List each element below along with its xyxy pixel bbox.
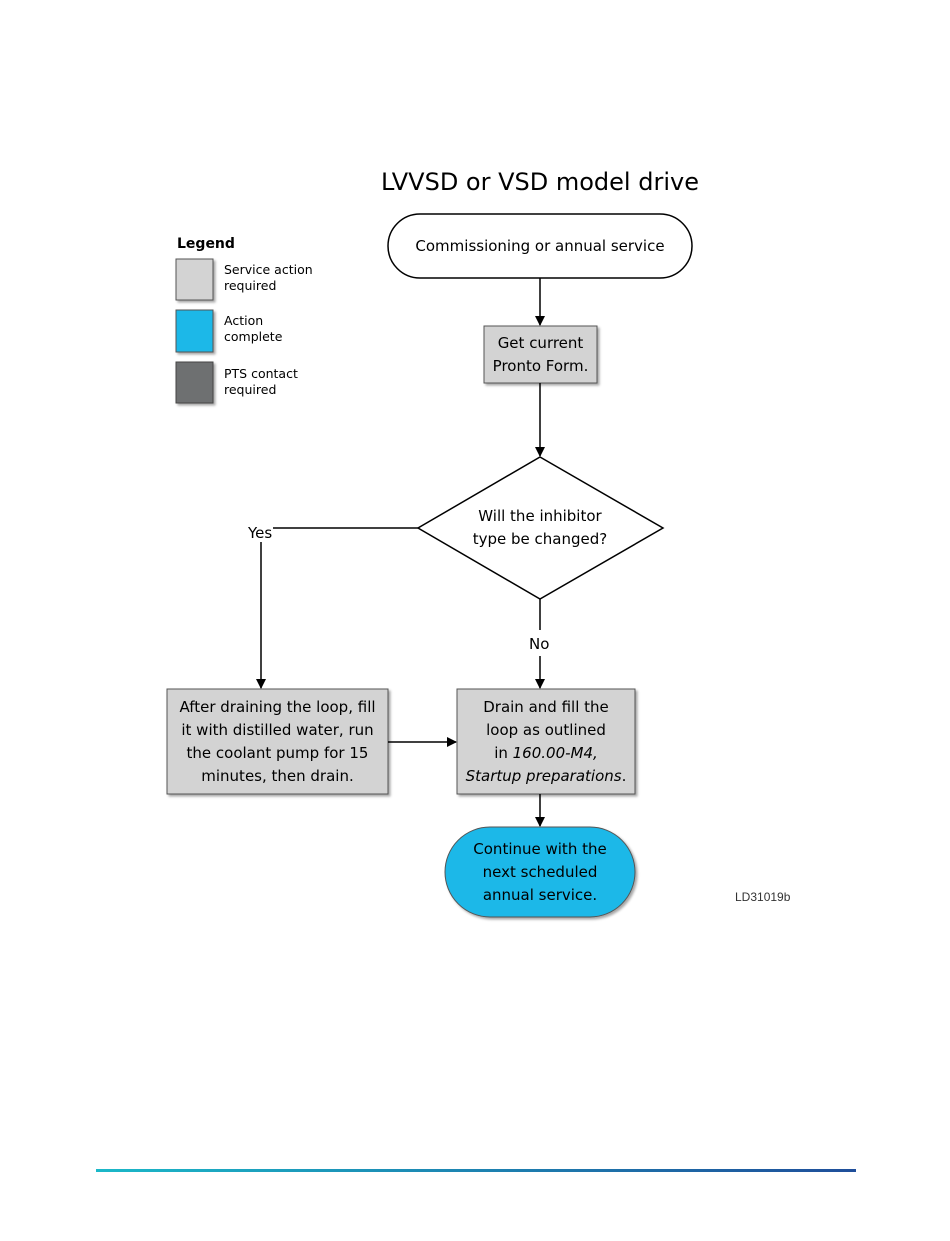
get-form-text: Get current Pronto Form.: [492, 333, 589, 375]
yes-label: Yes: [247, 524, 274, 542]
figure-code: LD31019b: [735, 890, 791, 904]
legend-swatch-complete: [175, 309, 214, 353]
no-label: No: [529, 635, 550, 653]
drain-fill-box: [456, 688, 636, 795]
arrow-decision-yes: [256, 527, 418, 689]
end-terminator-text: Continue with the next scheduled annual …: [473, 839, 607, 904]
flush-text: After draining the loop, fill it with di…: [179, 697, 376, 785]
diagram-title: LVVSD or VSD model drive: [381, 168, 699, 196]
legend-title: Legend: [177, 236, 235, 252]
decision-text: Will the inhibitor type be changed?: [472, 507, 608, 548]
flush-box: [166, 688, 389, 795]
drain-fill-text: Drain and fill the loop as outlined in 1…: [465, 697, 627, 785]
footer-rule: [96, 1169, 856, 1172]
start-terminator-text: Commissioning or annual service: [415, 236, 665, 255]
legend-swatch-service: [175, 258, 214, 301]
end-terminator: [444, 826, 636, 918]
legend-swatch-pts: [175, 361, 214, 404]
